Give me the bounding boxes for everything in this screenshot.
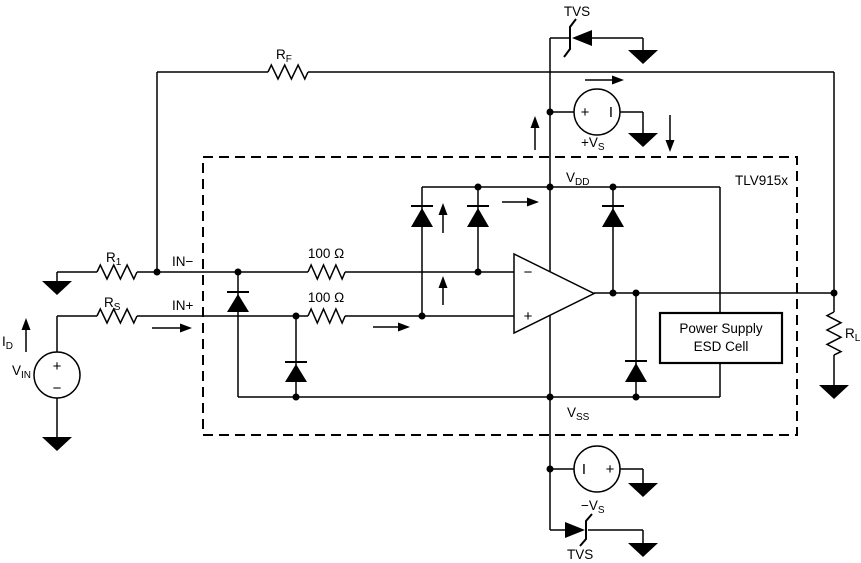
vs-pos-current-sign: I xyxy=(609,104,613,121)
ground-icon-rl xyxy=(819,385,849,399)
ground-icon-r1 xyxy=(42,281,72,295)
resistor-r1 xyxy=(96,263,138,281)
wire-network xyxy=(56,37,835,543)
current-arrow-inplus-inside xyxy=(373,322,410,332)
label-rf: RF xyxy=(276,47,292,65)
ground-icon-tvs-bottom xyxy=(628,543,658,557)
label-vdd: VDD xyxy=(566,170,589,188)
label-id: ID xyxy=(2,334,13,352)
source-vs-positive: + I xyxy=(573,88,621,136)
resistor-rf xyxy=(267,63,309,81)
label-vin: VIN xyxy=(12,363,31,381)
tlv915x-boundary xyxy=(202,156,798,436)
label-tvs-top: TVS xyxy=(564,4,590,19)
junction-dots xyxy=(153,108,838,473)
power-supply-esd-cell: Power Supply ESD Cell xyxy=(658,311,784,365)
source-vin: + − xyxy=(33,351,81,399)
current-arrow-down-ground xyxy=(665,115,675,152)
esd-diode-inplus-to-vdd xyxy=(411,205,433,227)
esd-diode-vss-to-inminus xyxy=(227,291,249,312)
current-arrow-top-right xyxy=(585,75,624,85)
esd-cell-label-line2: ESD Cell xyxy=(694,339,749,354)
esd-cell-label-line1: Power Supply xyxy=(679,321,763,336)
esd-diode-vss-to-output xyxy=(625,360,647,382)
ground-icon-vs-neg xyxy=(628,483,658,497)
vin-plus-sign: + xyxy=(53,358,62,375)
label-rs: RS xyxy=(104,295,121,313)
label-100ohm-bottom: 100 Ω xyxy=(308,290,344,305)
source-vs-negative: I + xyxy=(573,445,621,493)
esd-diode-inminus-to-vdd xyxy=(467,205,489,227)
current-arrow-up-inputs xyxy=(438,276,448,305)
current-arrow-up-diodes xyxy=(438,203,448,233)
vs-pos-plus-sign: + xyxy=(581,104,590,121)
opamp-noninverting-input-label: + xyxy=(524,308,533,325)
vs-neg-plus-sign: + xyxy=(606,461,615,478)
resistor-rs xyxy=(96,307,138,325)
esd-diode-output-to-vdd xyxy=(602,205,624,227)
current-arrow-vdd-rail xyxy=(502,197,539,207)
vs-neg-current-sign: I xyxy=(582,461,586,478)
ground-icon-vs-pos xyxy=(628,133,658,147)
esd-diode-vss-to-inplus xyxy=(285,361,307,382)
opamp: − + xyxy=(513,252,596,335)
resistor-100-inplus xyxy=(307,307,346,325)
tvs-diode-bottom xyxy=(565,513,593,547)
tvs-diode-top xyxy=(563,18,592,58)
ground-icon-tvs-top xyxy=(628,50,658,64)
vin-minus-sign: − xyxy=(53,380,62,397)
current-arrow-inplus-outside xyxy=(152,323,192,333)
label-rl: RL xyxy=(845,326,861,344)
label-vs-pos: +VS xyxy=(581,135,605,153)
opamp-inverting-input-label: − xyxy=(524,264,533,281)
label-vss: VSS xyxy=(567,405,590,423)
label-tvs-bottom: TVS xyxy=(567,547,593,562)
id-current-arrow xyxy=(21,318,31,352)
ground-icon-vin xyxy=(42,437,72,451)
label-vs-neg: −VS xyxy=(581,498,605,516)
label-chip-tlv915x: TLV915x xyxy=(735,173,788,188)
current-arrow-vdd-line-up xyxy=(530,116,540,150)
resistor-rl xyxy=(825,311,843,356)
label-r1: R1 xyxy=(106,250,122,268)
label-in-minus: IN− xyxy=(172,254,194,269)
label-100ohm-top: 100 Ω xyxy=(308,246,344,261)
resistor-100-inminus xyxy=(307,263,346,281)
label-in-plus: IN+ xyxy=(172,298,194,313)
